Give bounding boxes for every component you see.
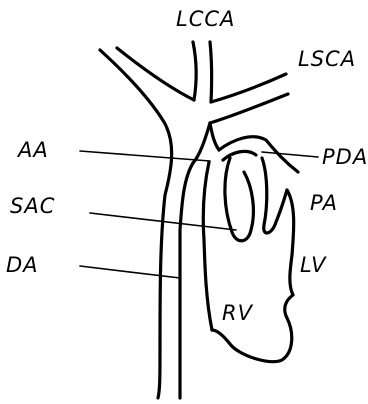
leader-lines xyxy=(80,151,318,278)
pa-lv-outline xyxy=(262,158,287,233)
aortic-sac-wall xyxy=(193,123,210,163)
lcca-right-wall xyxy=(210,42,212,102)
ascending-aorta-wall xyxy=(203,162,212,330)
label-da: DA xyxy=(6,253,39,277)
pda-inner-curl xyxy=(223,151,256,160)
label-sac: SAC xyxy=(10,194,55,218)
label-lsca: LSCA xyxy=(298,47,356,71)
label-aa: AA xyxy=(16,138,49,162)
aa-leader-line xyxy=(80,151,210,161)
pda-leader-line xyxy=(262,152,318,157)
aortic-arch-inner-wall xyxy=(117,48,194,100)
pda-upper-wall xyxy=(210,123,219,150)
label-pda: PDA xyxy=(322,145,368,169)
label-lv: LV xyxy=(300,253,327,277)
aortic-arch-outer-wall xyxy=(100,50,172,398)
labels: LCCA LSCA AA SAC DA PDA PA LV RV xyxy=(6,7,368,325)
label-rv: RV xyxy=(222,301,254,325)
label-pa: PA xyxy=(310,191,338,215)
sac-loop xyxy=(225,158,254,241)
da-leader-line xyxy=(80,266,180,278)
lv-outline xyxy=(287,190,294,295)
vessel-outlines xyxy=(100,42,298,398)
lcca-left-wall xyxy=(193,42,196,100)
label-lcca: LCCA xyxy=(176,7,235,31)
descending-aorta-wall xyxy=(180,163,193,398)
